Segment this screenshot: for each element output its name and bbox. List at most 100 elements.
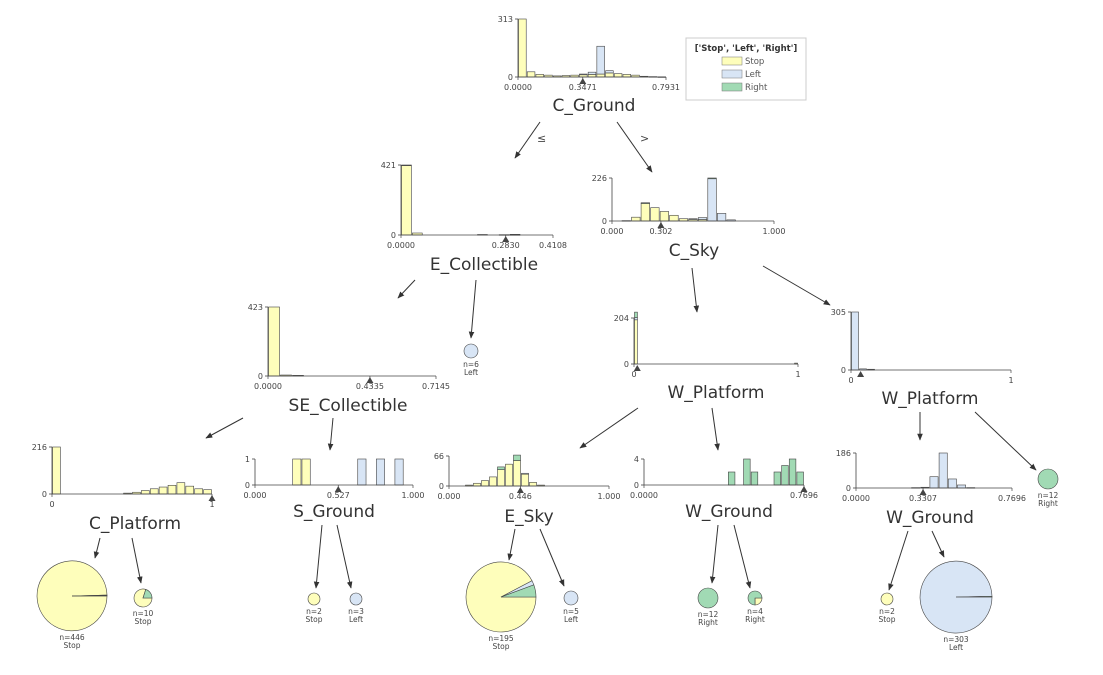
edge xyxy=(205,417,244,439)
y-max-label: 421 xyxy=(381,161,396,170)
leaf-count-label: n=446 xyxy=(59,633,85,642)
hist-bar-left xyxy=(697,217,708,220)
hist-bar-stop xyxy=(596,73,605,78)
hist-bar-left xyxy=(929,476,939,489)
hist-bar-stop xyxy=(505,463,513,487)
edge xyxy=(733,524,752,589)
edge-label-le: ≤ xyxy=(537,132,546,145)
hist-bar-right xyxy=(640,202,650,204)
y-max-label: 186 xyxy=(836,449,851,458)
hist-bar-stop xyxy=(167,484,177,495)
leaf-count-label: n=2 xyxy=(306,607,322,616)
feature-label: SE_Collectible xyxy=(289,396,408,416)
leaf-class-label: Stop xyxy=(63,641,80,650)
split-wedge xyxy=(857,371,865,377)
leaf-class-label: Stop xyxy=(305,615,322,624)
split-wedge xyxy=(334,486,342,492)
y-zero-label: 0 xyxy=(439,482,444,491)
hist-bar-right xyxy=(750,471,759,486)
edge xyxy=(539,528,565,587)
x-tick-label: 1 xyxy=(209,500,214,509)
split-wedge xyxy=(502,236,510,242)
legend-box xyxy=(685,37,807,101)
hist-bar-left xyxy=(707,178,717,222)
hist-bar-stop xyxy=(526,71,536,78)
hist-bar-stop xyxy=(634,319,638,365)
x-tick-label: 0.0000 xyxy=(254,382,282,391)
hist-bar-left xyxy=(376,458,385,486)
y-zero-label: 0 xyxy=(841,366,846,375)
hist-bar-stop xyxy=(158,486,168,495)
legend-swatch-stop xyxy=(721,56,743,66)
hist-bar-left xyxy=(947,478,957,489)
tree-edges xyxy=(93,121,1037,591)
leaf-count-label: n=303 xyxy=(943,635,969,644)
edge-labels: ≤ > xyxy=(537,132,649,145)
leaf-count-label: n=6 xyxy=(463,360,479,369)
edge xyxy=(709,524,719,584)
split-wedge xyxy=(800,486,808,492)
feature-label: W_Ground xyxy=(685,502,773,522)
edge xyxy=(579,407,639,449)
hist-bar-stop xyxy=(640,203,650,222)
pie-slice-left xyxy=(349,592,363,606)
x-tick-label: 0.0000 xyxy=(504,83,532,92)
edge xyxy=(313,524,323,589)
pie-slice-left xyxy=(563,590,579,606)
edge xyxy=(888,530,909,591)
x-tick-label: 0.000 xyxy=(244,491,267,500)
hist-bar-right xyxy=(513,454,521,461)
hist-bar-left xyxy=(634,317,638,321)
legend-label-right: Right xyxy=(745,83,768,93)
leaf-count-label: n=4 xyxy=(747,607,763,616)
edge xyxy=(974,411,1037,471)
leaf-class-label: Left xyxy=(349,615,363,624)
x-tick-label: 1.000 xyxy=(402,491,425,500)
hist-bar-stop xyxy=(489,476,497,487)
split-wedge xyxy=(516,487,524,493)
x-tick-label: 0.4335 xyxy=(356,382,384,391)
y-max-label: 305 xyxy=(831,308,846,317)
edge xyxy=(468,279,477,339)
hist-bar-left xyxy=(957,484,966,489)
x-tick-label: 0.000 xyxy=(438,492,461,501)
hist-bar-stop xyxy=(497,469,505,487)
x-tick-label: 0 xyxy=(631,370,636,379)
leaf-class-label: Stop xyxy=(492,642,509,651)
feature-label: C_Ground xyxy=(553,96,636,116)
split-wedge xyxy=(633,365,641,371)
y-zero-label: 0 xyxy=(258,372,263,381)
x-tick-label: 0.0000 xyxy=(630,491,658,500)
hist-bar-left xyxy=(587,71,597,75)
x-tick-label: 0.7931 xyxy=(652,83,680,92)
hist-bar-stop xyxy=(401,165,412,236)
legend: ['Stop', 'Left', 'Right'] Stop Left Righ… xyxy=(685,37,807,101)
y-zero-label: 0 xyxy=(391,231,396,240)
feature-label: E_Collectible xyxy=(430,255,538,275)
y-max-label: 423 xyxy=(248,303,263,312)
legend-swatch-left xyxy=(721,69,743,79)
x-tick-label: 0.3307 xyxy=(909,494,937,503)
leaf-class-label: Left xyxy=(949,643,963,652)
hist-bar-right xyxy=(781,465,789,486)
pie-slice-right xyxy=(142,589,153,599)
hist-bar-stop xyxy=(481,480,489,487)
hist-bar-stop xyxy=(650,207,660,222)
legend-title: ['Stop', 'Left', 'Right'] xyxy=(695,44,798,54)
y-zero-label: 0 xyxy=(634,481,639,490)
pie-slice-right xyxy=(500,584,537,598)
x-tick-label: 0 xyxy=(848,376,853,385)
feature-label: E_Sky xyxy=(504,507,553,527)
edge xyxy=(131,537,143,584)
leaf-count-label: n=195 xyxy=(488,634,514,643)
